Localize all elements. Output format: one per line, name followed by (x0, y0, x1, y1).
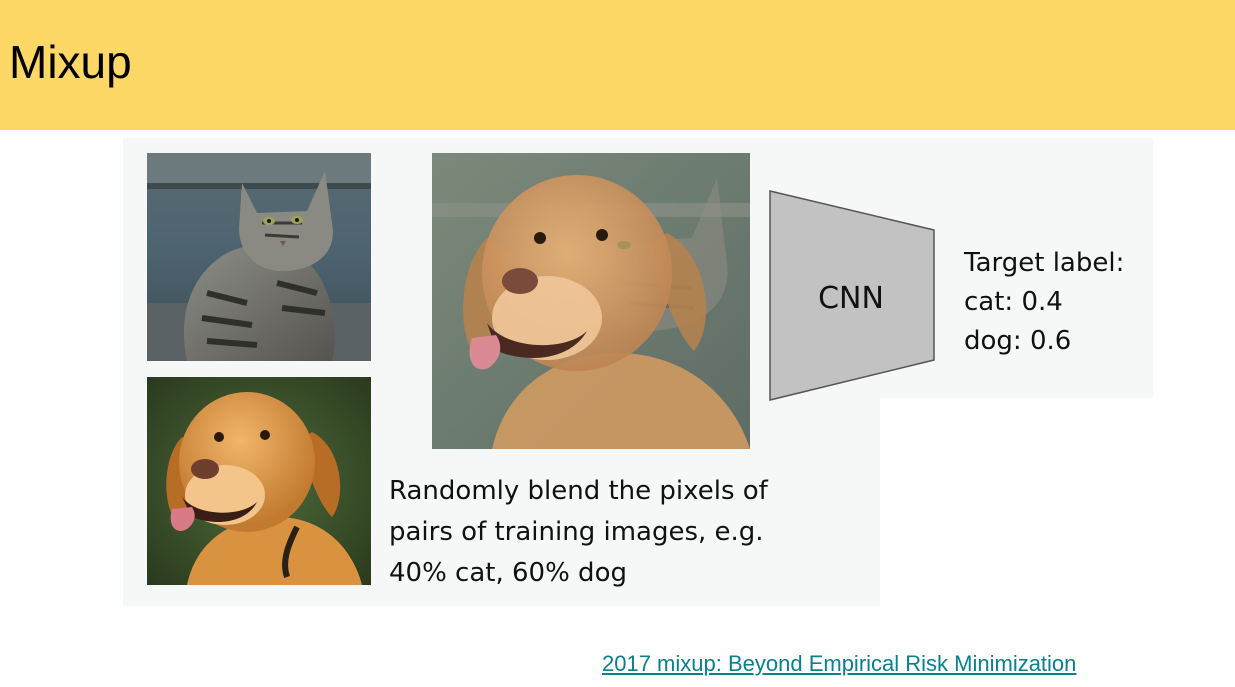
mixup-figure: CNN Target label: cat: 0.4 dog: 0.6 Rand… (123, 138, 1153, 606)
target-cat: cat: 0.4 (964, 287, 1063, 317)
target-label-block: Target label: cat: 0.4 dog: 0.6 (964, 244, 1124, 361)
cnn-trapezoid-icon (769, 190, 935, 401)
caption-line-2: pairs of training images, e.g. (389, 517, 764, 547)
mixed-photo (432, 153, 750, 449)
target-heading: Target label: (964, 248, 1125, 278)
paper-reference-link[interactable]: 2017 mixup: Beyond Empirical Risk Minimi… (602, 651, 1077, 676)
cnn-label: CNN (818, 281, 884, 316)
target-dog: dog: 0.6 (964, 326, 1072, 356)
caption-line-3: 40% cat, 60% dog (389, 558, 627, 588)
slide-header: Mixup (0, 0, 1235, 130)
dog-photo (147, 377, 371, 585)
caption-line-1: Randomly blend the pixels of (389, 476, 768, 506)
figure-caption: Randomly blend the pixels of pairs of tr… (389, 471, 768, 594)
slide-title: Mixup (9, 36, 132, 88)
cat-photo (147, 153, 371, 361)
